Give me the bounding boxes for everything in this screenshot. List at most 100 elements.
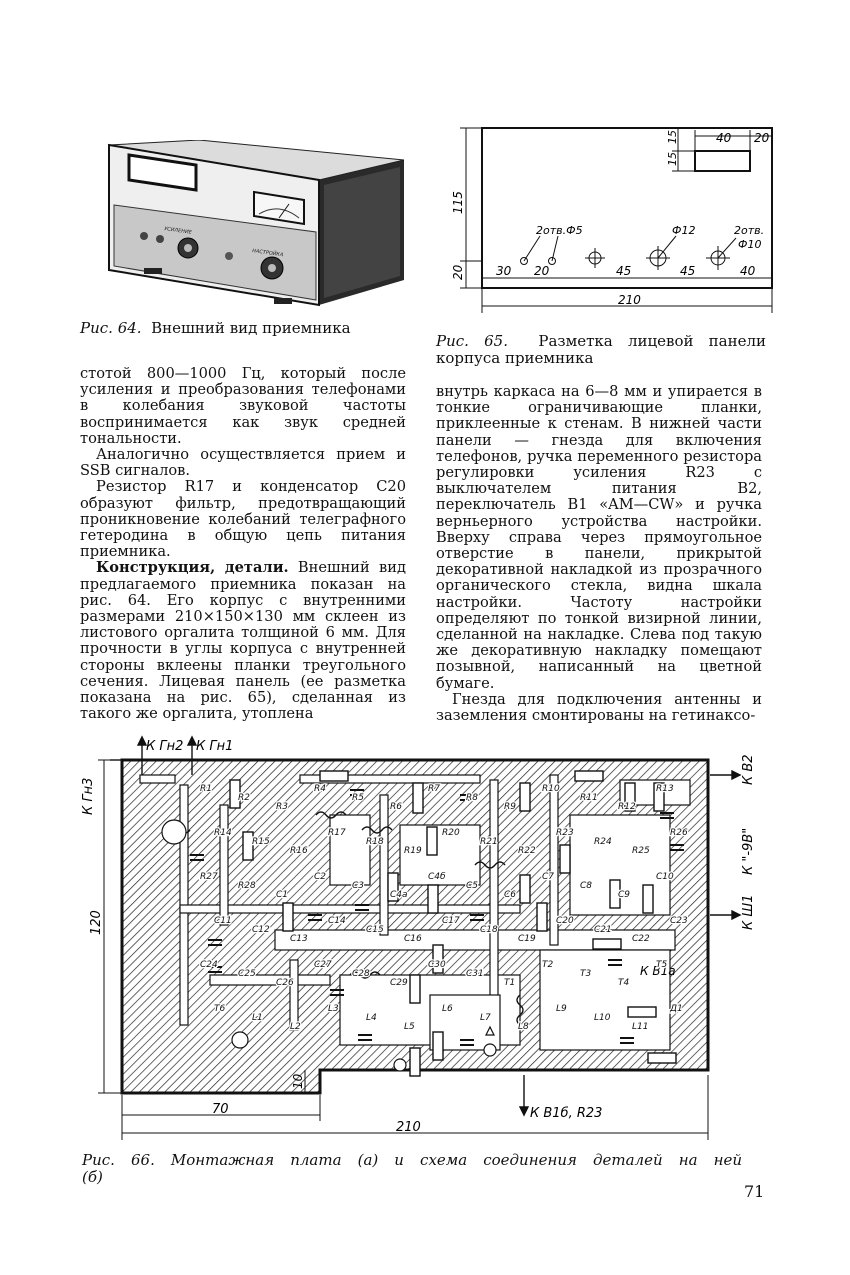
component-label: C23 [670, 916, 688, 926]
component-label: C1 [276, 890, 288, 900]
dim-210: 210 [396, 1120, 421, 1135]
dim-10: 10 [291, 1073, 305, 1089]
component-label: L10 [594, 1013, 611, 1023]
component-label: R9 [504, 802, 516, 812]
left-column: стотой 800—1000 Гц, который после усилен… [80, 365, 406, 722]
component-label: R3 [276, 802, 288, 812]
component-label: C11 [214, 916, 232, 926]
component-label: C22 [632, 934, 650, 944]
pcb-layout-drawing: К Гн2 К Гн1 К Гн3 К В2 К "-9В" К Ш1 К В1… [81, 735, 756, 1140]
component-label: C27 [314, 960, 332, 970]
component-label: Т1 [504, 978, 515, 988]
holes-label-1: 2отв.Ф5 [536, 224, 583, 237]
component-label: C21 [594, 925, 612, 935]
right-column: внутрь каркаса на 6—8 мм и упирается в т… [436, 383, 762, 725]
component-label: L7 [480, 1013, 491, 1023]
component-label: L1 [252, 1013, 263, 1023]
component-label: Т5 [656, 960, 667, 970]
dim-115: 115 [451, 191, 465, 214]
component-label: R28 [238, 881, 256, 891]
page-number: 71 [744, 1182, 765, 1201]
component-label: C2 [314, 872, 326, 882]
component-label: C13 [290, 934, 308, 944]
component-label: R15 [252, 837, 270, 847]
fig65-caption: Рис. 65. Разметка лицевой панели корпуса… [436, 333, 766, 367]
svg-text:УСИЛЕНИЕ: УСИЛЕНИЕ [164, 226, 193, 236]
component-label: R4 [314, 784, 326, 794]
component-label: R12 [618, 802, 636, 812]
holes-label-2: 2отв. [734, 224, 764, 237]
component-label: R14 [214, 828, 232, 838]
component-label: R10 [542, 784, 560, 794]
paragraph: Аналогично осуществляется прием и SSB си… [80, 446, 406, 480]
dim-30: 30 [496, 264, 512, 278]
fig64-caption: Рис. 64. Внешний вид приемника [80, 320, 351, 337]
component-label: L11 [632, 1022, 648, 1032]
component-label: R2 [238, 793, 250, 803]
component-label: L3 [328, 1004, 339, 1014]
component-label: L8 [518, 1022, 529, 1032]
component-label: C15 [366, 925, 384, 935]
component-label: C7 [542, 872, 554, 882]
dim-20-bottom: 20 [534, 264, 550, 278]
component-label: C20 [556, 916, 574, 926]
dim-20-top: 20 [754, 131, 770, 145]
component-label: C28 [352, 969, 370, 979]
component-label: C17 [442, 916, 460, 926]
component-label: R5 [352, 793, 364, 803]
paragraph: Конструкция, детали. Внешний вид предлаг… [80, 560, 406, 722]
component-label: R18 [366, 837, 384, 847]
component-label: C25 [238, 969, 256, 979]
component-label: C30 [428, 960, 446, 970]
component-label: Д1 [669, 1004, 683, 1014]
component-label: C16 [404, 934, 422, 944]
paragraph: Гнезда для подключения антенны и заземле… [436, 690, 762, 725]
lead-kgn1: К Гн1 [196, 739, 233, 754]
component-label: R17 [328, 828, 346, 838]
component-label: C4б [428, 872, 446, 882]
component-label: R19 [404, 846, 422, 856]
component-label: C24 [200, 960, 218, 970]
dim-20-left: 20 [451, 264, 465, 280]
lead-kv2: К В2 [741, 754, 756, 785]
component-label: C12 [252, 925, 270, 935]
component-label: R25 [632, 846, 650, 856]
component-label: R20 [442, 828, 460, 838]
component-label: R26 [670, 828, 688, 838]
component-label: R21 [480, 837, 498, 847]
phi10-label: Ф10 [738, 238, 761, 251]
dim-15a: 15 [666, 130, 679, 144]
dim-45b: 45 [680, 264, 695, 278]
component-label: R13 [656, 784, 674, 794]
dim-45a: 45 [616, 264, 631, 278]
paragraph-text: Внешний вид предлагаемого приемника пока… [80, 559, 406, 723]
component-label: R11 [580, 793, 598, 803]
component-label: C9 [618, 890, 630, 900]
component-label: R22 [518, 846, 536, 856]
component-label: C19 [518, 934, 536, 944]
component-label: Т2 [542, 960, 553, 970]
fig66-caption-text: Рис. 66. Монтажная плата (а) и схема сое… [82, 1151, 742, 1186]
component-label: Т3 [580, 969, 591, 979]
lead-kv1a: К В1а [640, 964, 676, 978]
component-label: C8 [580, 881, 592, 891]
component-label: C29 [390, 978, 408, 988]
component-label: L4 [366, 1013, 377, 1023]
dim-70: 70 [212, 1102, 229, 1117]
dim-40: 40 [716, 131, 732, 145]
receiver-photo: УСИЛЕНИЕ НАСТРОЙКА [108, 140, 405, 307]
component-label: R8 [466, 793, 478, 803]
fig65-caption-num: Рис. 65. [436, 332, 508, 350]
component-label: Т6 [214, 1004, 225, 1014]
fig64-caption-num: Рис. 64. [80, 319, 142, 337]
component-label: C4а [390, 890, 408, 900]
component-label: C3 [352, 881, 364, 891]
component-label: R24 [594, 837, 612, 847]
paragraph: стотой 800—1000 Гц, который после усилен… [80, 365, 406, 447]
phi12-label: Ф12 [672, 224, 695, 237]
component-label: R16 [290, 846, 308, 856]
component-label: R27 [200, 872, 218, 882]
component-label: L9 [556, 1004, 567, 1014]
lead-kgn3: К Гн3 [81, 778, 96, 815]
section-heading: Конструкция, детали. [96, 559, 289, 577]
